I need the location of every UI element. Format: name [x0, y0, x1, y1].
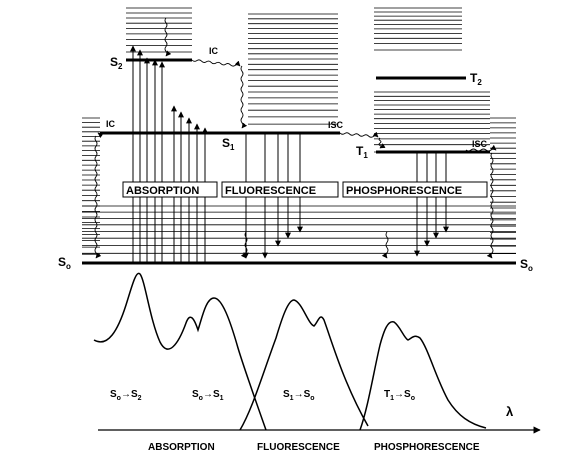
absorption-box [122, 181, 218, 198]
transition-label-s1-s0: S1→So [283, 389, 315, 402]
t2-label: T2 [470, 71, 482, 87]
isc-right-label: ISC [472, 139, 488, 149]
vibrational-relaxation-s2 [164, 17, 172, 57]
bottom-absorption-label: ABSORPTION [148, 442, 215, 453]
vibrational-levels [82, 7, 516, 264]
absorption-arrows [130, 45, 208, 263]
lambda-label: λ [506, 404, 514, 419]
s2-label: S2 [110, 55, 123, 71]
ic-left-label: IC [106, 119, 116, 129]
absorption-spectrum [93, 272, 267, 431]
ic-upper-label: IC [209, 46, 219, 56]
phosphorescence-box [342, 181, 488, 198]
fluorescence-box-label: FLUORESCENCE [225, 185, 316, 197]
internal-conversion-s1-s0 [97, 131, 121, 139]
phosphorescence-box-label: PHOSPHORESCENCE [346, 185, 462, 197]
transition-label-s0-s2: So→S2 [110, 389, 142, 402]
vibrational-relaxation-t1 [378, 137, 386, 149]
absorption-box-label: ABSORPTION [126, 185, 199, 197]
isc-mid-label: ISC [328, 120, 344, 130]
phosphorescence-spectrum [359, 321, 487, 431]
vibrational-relaxation-s0-right [486, 152, 494, 259]
intersystem-crossing-t1-s0 [465, 144, 497, 152]
transition-label-s0-s1: So→S1 [192, 389, 224, 402]
s1-label: S1 [222, 136, 235, 152]
fluorescence-spectrum [239, 299, 369, 431]
bottom-fluorescence-label: FLUORESCENCE [257, 442, 340, 453]
fluorescence-box [221, 181, 339, 198]
relaxation-phosphorescence [381, 231, 389, 259]
intersystem-crossing-s1-t1 [339, 131, 379, 138]
t1-label: T1 [356, 144, 368, 160]
bottom-phosphorescence-label: PHOSPHORESCENCE [374, 442, 480, 453]
s0-right-label: So [520, 257, 533, 273]
transition-label-t1-s0: T1→So [384, 389, 415, 402]
nonradiative-transitions [94, 17, 497, 259]
vibrational-relaxation-s0-left [94, 135, 102, 259]
s0-left-label: So [58, 255, 71, 271]
relaxation-fluorescence [240, 231, 248, 259]
spectra [93, 272, 487, 431]
internal-conversion-s2-s1 [191, 59, 241, 67]
vibrational-relaxation-s1 [240, 65, 248, 129]
